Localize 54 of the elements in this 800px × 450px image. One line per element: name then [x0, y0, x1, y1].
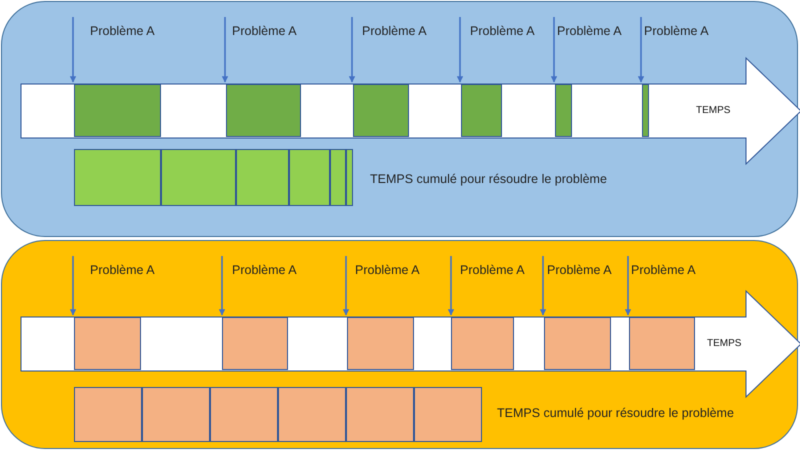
time-segment [74, 387, 142, 442]
problem-duration-block [461, 84, 502, 137]
problem-label: Problème A [631, 263, 696, 277]
arrow [348, 17, 356, 83]
panel-background [1, 1, 798, 237]
arrow [70, 17, 76, 83]
arrow [456, 17, 464, 83]
time-label: TEMPS [707, 338, 742, 349]
time-segment [414, 387, 482, 442]
time-segment [278, 387, 346, 442]
time-segment [161, 149, 236, 206]
problem-label: Problème A [90, 24, 155, 38]
problem-duration-block [544, 317, 611, 370]
time-segment [330, 149, 346, 206]
problem-duration-block [222, 317, 288, 370]
cumulative-time-note: TEMPS cumulé pour résoudre le problème [497, 406, 734, 420]
problem-label: Problème A [232, 24, 297, 38]
problem-duration-block [353, 84, 409, 137]
problem-label: Problème A [557, 24, 622, 38]
cumulative-time-note: TEMPS cumulé pour résoudre le problème [370, 172, 607, 186]
problem-label: Problème A [470, 24, 535, 38]
arrow [222, 17, 228, 83]
problem-duration-block [347, 317, 414, 370]
time-segment [236, 149, 289, 206]
problem-label: Problème A [460, 263, 525, 277]
problem-duration-block [74, 317, 141, 370]
arrow [540, 256, 546, 316]
problem-duration-block [629, 317, 695, 370]
arrow [218, 256, 226, 316]
problem-duration-block [226, 84, 301, 137]
problem-duration-block [555, 84, 572, 137]
problem-duration-block [451, 317, 514, 370]
arrow [550, 17, 558, 83]
problem-label: Problème A [355, 263, 420, 277]
problem-label: Problème A [547, 263, 612, 277]
time-segment [346, 149, 353, 206]
problem-label: Problème A [362, 24, 427, 38]
panel-background [1, 240, 798, 449]
problem-duration-block [642, 84, 649, 137]
arrow [624, 256, 632, 316]
problem-duration-block [74, 84, 161, 137]
time-segment [74, 149, 161, 206]
problem-label: Problème A [644, 24, 709, 38]
problem-label: Problème A [232, 263, 297, 277]
time-segment [346, 387, 414, 442]
arrow [638, 17, 644, 83]
time-segment [142, 387, 210, 442]
arrow [70, 256, 76, 316]
problem-label: Problème A [90, 263, 155, 277]
time-segment [210, 387, 278, 442]
time-label: TEMPS [696, 105, 730, 116]
arrow [342, 256, 350, 316]
time-segment [289, 149, 330, 206]
arrow [448, 256, 454, 316]
